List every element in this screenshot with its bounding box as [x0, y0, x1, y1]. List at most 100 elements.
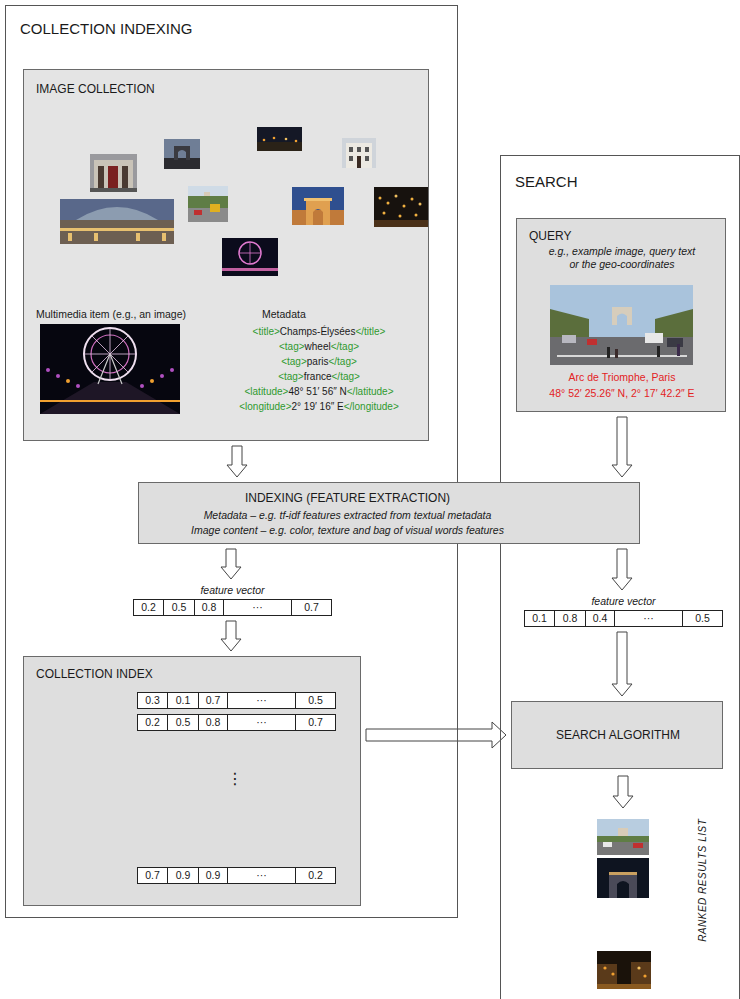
- metadata-caption: Metadata: [262, 308, 306, 321]
- thumbnail-photo: [295, 140, 298, 143]
- query-photo: [615, 349, 618, 358]
- vertical-ellipsis: ⋮: [205, 769, 265, 789]
- thumbnail-photo: [60, 228, 174, 231]
- thumbnail-photo: [342, 138, 376, 168]
- markup-value: paris: [307, 356, 329, 367]
- thumbnail-photo: [136, 233, 140, 241]
- index-vector: 0.30.10.7···0.5: [137, 692, 336, 709]
- vector-cell: 0.2: [295, 867, 336, 884]
- thumbnail-photo: [210, 204, 220, 212]
- thumbnail-photo: [374, 187, 428, 227]
- thumbnail-photo: [374, 220, 428, 227]
- metadata-line: <tag>paris</tag>: [214, 356, 424, 369]
- query-photo: [677, 344, 680, 356]
- result-photo: [603, 966, 606, 969]
- multimedia-item-photo: [150, 379, 154, 383]
- markup-value: Champs-Élysées: [280, 326, 356, 337]
- result-photo: [597, 858, 649, 898]
- thumbnail-photo: [239, 242, 261, 264]
- query-place: Arc de Triomphe, Paris: [517, 371, 727, 384]
- query-photo: [557, 355, 687, 357]
- thumbnail-photo: [90, 154, 137, 192]
- markup-tag: </longitude>: [344, 401, 399, 412]
- thumbnail-photo: [342, 138, 376, 168]
- thumbnail-photo: [164, 139, 200, 169]
- vector-cell: ···: [614, 610, 683, 627]
- multimedia-item-photo: [66, 379, 70, 383]
- thumbnail-photo: [403, 205, 406, 208]
- markup-tag: <latitude>: [245, 386, 289, 397]
- thumbnail-photo: [94, 233, 98, 241]
- thumbnail-photo: [419, 203, 422, 206]
- query-note: e.g., example image, query text or the g…: [547, 245, 697, 271]
- thumbnail-photo: [257, 142, 302, 151]
- thumbnail-photo: [306, 200, 330, 225]
- thumbnail-photo: [222, 238, 278, 276]
- result-photo: [631, 962, 651, 984]
- thumbnail-photo: [94, 160, 133, 188]
- multimedia-item-photo: [110, 354, 122, 384]
- thumbnail-photo: [304, 198, 332, 201]
- vector-cell: 0.8: [554, 610, 586, 627]
- thumbnail-photo: [292, 187, 344, 225]
- thumbnail-photo: [164, 139, 200, 169]
- thumbnail-photo: [188, 196, 228, 208]
- query-photo: [657, 346, 660, 357]
- thumbnail-photo: [383, 212, 386, 215]
- thumbnail-photo: [222, 268, 278, 271]
- index-vector: 0.20.50.8···0.7: [137, 714, 336, 731]
- vector-cell: ···: [223, 599, 292, 616]
- thumbnail-photo: [411, 198, 414, 201]
- multimedia-item-photo: [56, 374, 60, 378]
- thumbnail-photo: [188, 208, 228, 222]
- thumbnail-photo: [194, 210, 202, 215]
- thumbnail-photo: [60, 199, 174, 244]
- thumbnail-photo: [415, 214, 418, 217]
- multimedia-item-photo: [40, 324, 180, 414]
- result-photo: [597, 964, 617, 984]
- thumbnail-photo: [285, 138, 288, 141]
- thumbnail-photo: [263, 139, 266, 142]
- vector-cell: 0.7: [291, 599, 332, 616]
- result-photo: [609, 872, 637, 875]
- query-photo: [550, 285, 693, 365]
- multimedia-item-photo: [40, 400, 180, 402]
- result-photo: [597, 984, 651, 989]
- markup-tag: <tag>: [278, 371, 304, 382]
- result-photo: [597, 951, 651, 989]
- index-vector: 0.70.90.9···0.2: [137, 867, 336, 884]
- result-photo: [597, 819, 649, 855]
- vector-cell: 0.2: [133, 599, 164, 616]
- query-photo: [667, 338, 683, 347]
- thumbnail-photo: [257, 127, 302, 151]
- result-photo: [603, 842, 612, 847]
- vertical-caption: RANKED RESULTS LIST: [697, 818, 710, 941]
- result-photo: [633, 843, 643, 848]
- thumbnail-photo: [395, 195, 398, 198]
- thumbnail-photo: [90, 188, 137, 192]
- vector-cell: 0.2: [137, 714, 168, 731]
- markup-tag: <longitude>: [239, 401, 291, 412]
- result-photo: [609, 872, 637, 898]
- vector-cell: 0.5: [295, 692, 336, 709]
- thumbnail-photo: [188, 186, 228, 222]
- markup-tag: </tag>: [328, 356, 356, 367]
- block-arrow: [612, 632, 632, 696]
- metadata-line: <latitude>48° 51′ 56″ N</latitude>: [214, 386, 424, 399]
- metadata-line: <longitude>2° 19′ 16″ E</longitude>: [214, 401, 424, 414]
- metadata-line: <title>Champs-Élysées</title>: [214, 326, 424, 339]
- thumbnail-photo: [222, 238, 278, 276]
- box-title: QUERY: [529, 229, 571, 244]
- multimedia-item-photo: [76, 384, 80, 388]
- thumbnail-photo: [68, 233, 72, 241]
- vector-cell: 0.7: [198, 692, 228, 709]
- thumbnail-photo: [257, 127, 302, 151]
- result-photo: [597, 819, 649, 855]
- vector-cell: 0.7: [137, 867, 168, 884]
- markup-tag: </title>: [355, 326, 385, 337]
- thumbnail-photo: [292, 210, 344, 225]
- collection-index-box: 0.30.10.7···0.5 0.20.50.8···0.7 0.70.90.9·…: [23, 656, 361, 906]
- search-algorithm-box: SEARCH ALGORITHM: [511, 701, 723, 769]
- thumbnail-photo: [164, 158, 200, 169]
- box-title: INDEXING (FEATURE EXTRACTION): [139, 491, 556, 506]
